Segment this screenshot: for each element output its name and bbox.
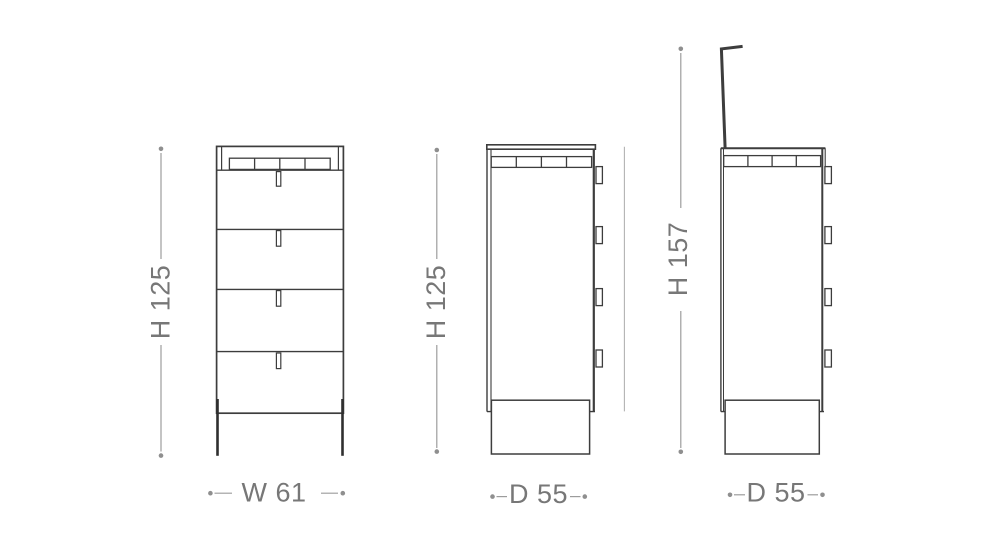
drawer-handle (275, 352, 282, 370)
front-width-dimension: W 61 (208, 477, 346, 507)
side-handle-tab (595, 287, 604, 307)
side-handle-tab (595, 225, 604, 245)
dimension-endpoint-dot (678, 449, 684, 455)
drawer-handle (275, 230, 282, 247)
open-handle-tab (824, 287, 833, 307)
dimension-endpoint-dot (434, 449, 440, 454)
dimension-endpoint-dot (340, 490, 346, 496)
side-open-view-drawing (719, 44, 833, 455)
open-handle-tab (824, 225, 833, 245)
open-plinth (724, 399, 821, 455)
dimension-endpoint-dot (678, 46, 684, 52)
dimension-endpoint-dot (434, 147, 440, 153)
dimension-endpoint-dot (820, 492, 825, 498)
open-height-label: H 157 (663, 222, 693, 297)
open-handle-tab (824, 165, 833, 185)
drawer-handle (275, 290, 282, 307)
side-depth-label: D 55 (509, 479, 568, 509)
dimension-endpoint-dot (208, 490, 213, 496)
side-height-dimension: H 125 (421, 147, 451, 454)
drawer-handle (275, 171, 282, 187)
dimension-endpoint-dot (727, 492, 733, 498)
dimension-endpoint-dot (158, 146, 164, 152)
open-height-dimension: H 157 (663, 46, 693, 455)
side-plinth (490, 399, 591, 455)
side-handle-tab (595, 165, 604, 185)
side-view-drawing (485, 144, 604, 455)
side-closed-lid (485, 144, 597, 151)
front-view-drawing (215, 145, 345, 456)
front-width-label: W 61 (241, 477, 306, 507)
front-height-dimension: H 125 (145, 146, 175, 458)
open-lid (719, 44, 743, 149)
open-handle-tab (824, 349, 833, 368)
side-height-label: H 125 (421, 265, 451, 340)
side-depth-dimension: D 55 (490, 479, 588, 509)
front-carcass-outline (215, 145, 345, 415)
dimension-endpoint-dot (490, 494, 495, 499)
open-depth-dimension: D 55 (727, 477, 825, 507)
front-height-label: H 125 (145, 265, 175, 340)
open-depth-label: D 55 (746, 477, 805, 507)
dimension-endpoint-dot (582, 494, 588, 499)
side-handle-tab (595, 349, 604, 368)
dimension-endpoint-dot (158, 453, 164, 458)
